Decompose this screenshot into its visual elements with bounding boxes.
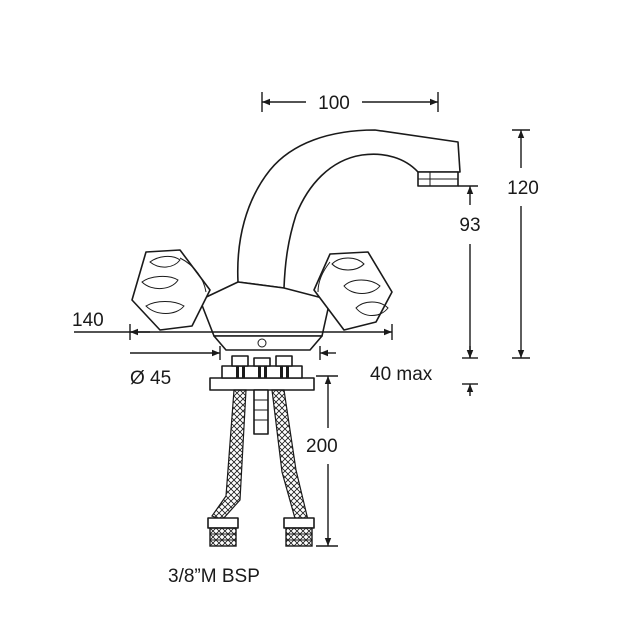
label-spout-reach: 100 xyxy=(318,93,350,114)
left-fitting xyxy=(207,517,239,547)
dimension-lines xyxy=(74,92,530,547)
label-spout-height: 93 xyxy=(459,215,480,236)
spout xyxy=(236,129,461,289)
mounting-assembly xyxy=(207,355,315,547)
tap-drawing xyxy=(131,129,461,351)
tap-body xyxy=(199,281,331,337)
label-thread: 3/8”M BSP xyxy=(168,566,260,587)
body-collar xyxy=(213,335,323,351)
left-handle xyxy=(131,249,211,331)
left-hose xyxy=(211,389,247,521)
stud xyxy=(253,389,269,435)
right-handle xyxy=(313,251,393,331)
label-diameter: Ø 45 xyxy=(130,368,171,389)
right-fitting xyxy=(283,517,315,547)
deck-plate xyxy=(209,377,315,391)
label-deck-thickness: 40 max xyxy=(370,364,433,385)
right-hose xyxy=(271,389,309,523)
label-hose-length: 200 xyxy=(306,436,338,457)
label-total-height: 120 xyxy=(507,178,539,199)
label-width: 140 xyxy=(72,310,104,331)
